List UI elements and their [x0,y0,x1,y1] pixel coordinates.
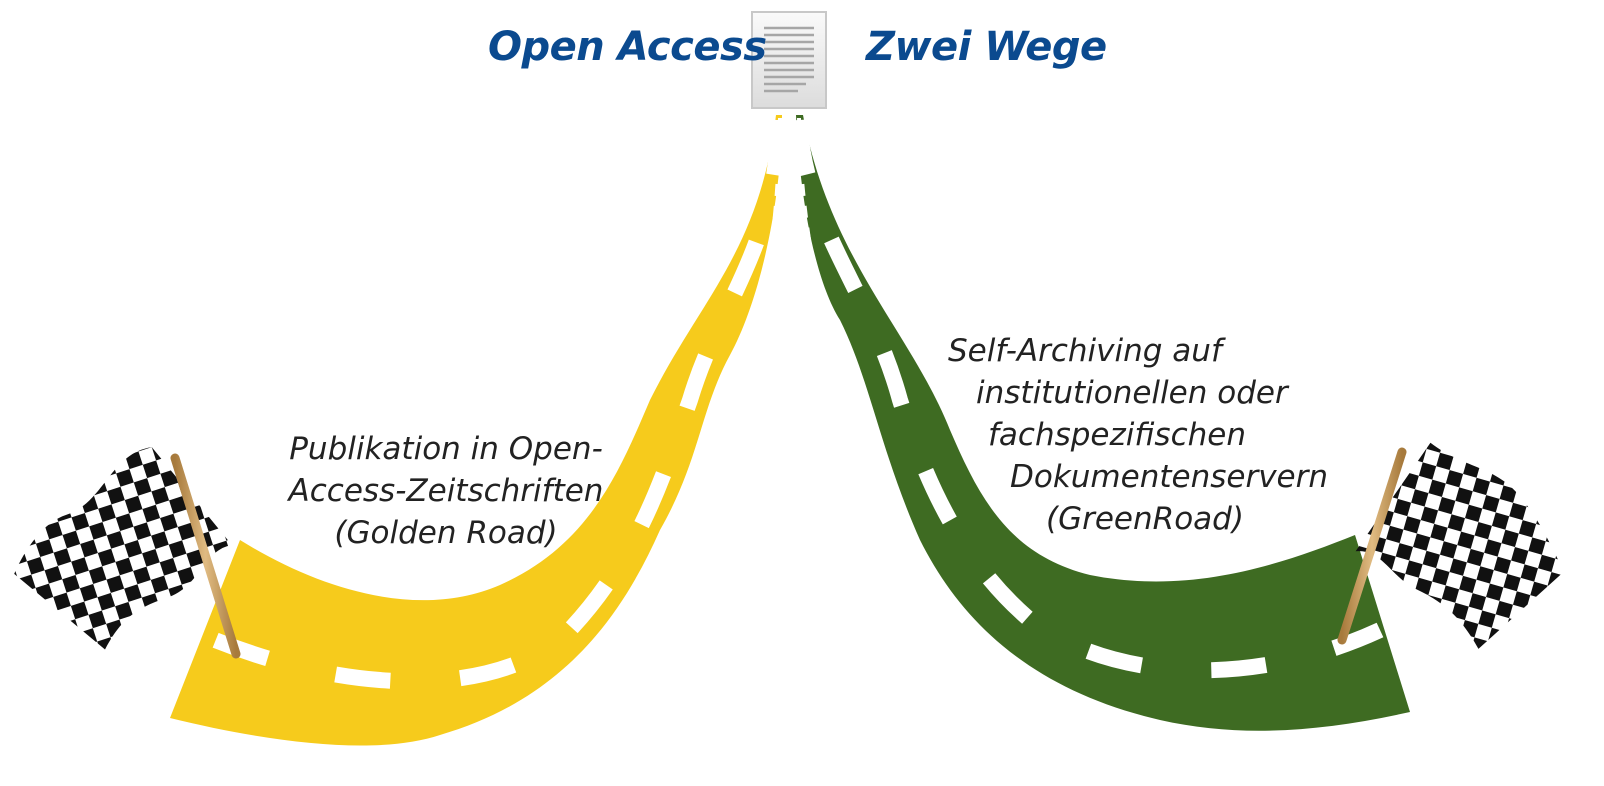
green-road-label-line: (GreenRoad) [1046,501,1244,537]
right-flag-pole [1337,447,1407,645]
golden-road-label: Publikation in Open- Access-Zeitschrifte… [276,428,616,554]
golden-road-label-line: Access-Zeitschriften [288,473,604,509]
golden-road [170,115,787,746]
green-road-label-line: Self-Archiving auf [948,333,1222,369]
green-road-lane-marking [791,119,1384,679]
green-road-label-line: Dokumentenservern [1010,459,1329,495]
green-road [791,115,1410,731]
left-flag-cloth [14,447,232,650]
document-icon [751,11,827,109]
golden-road-surface [170,115,782,746]
green-road-label-line: institutionellen oder [976,375,1288,411]
golden-road-label-line: Publikation in Open- [289,431,603,467]
golden-road-label-line: (Golden Road) [334,515,558,551]
checkered-flag-icon [1337,442,1565,649]
green-road-surface [796,115,1410,731]
green-road-label: Self-Archiving auf institutionellen oder… [948,330,1368,540]
title-zwei-wege: Zwei Wege [866,24,1107,70]
title-open-access: Open Access [488,24,767,70]
right-flag-cloth [1355,442,1565,649]
green-road-label-line: fachspezifischen [988,417,1246,453]
left-flag-pole [170,453,241,659]
checkered-flag-icon [14,447,241,659]
golden-road-lane-marking [212,119,787,690]
